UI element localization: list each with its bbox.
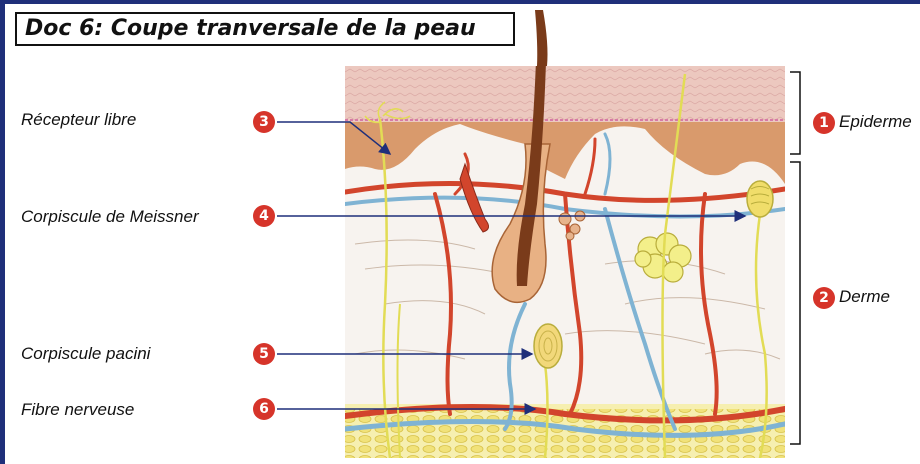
pacinian-corpuscle xyxy=(534,324,562,368)
number-badge-5: 5 xyxy=(253,343,275,365)
label-corpuscule-pacini: Corpiscule pacini xyxy=(21,344,150,364)
skin-cross-section-illustration xyxy=(5,4,920,464)
number-badge-6: 6 xyxy=(253,398,275,420)
label-recepteur-libre: Récepteur libre xyxy=(21,110,136,130)
epiderme-bracket xyxy=(790,72,800,154)
number-badge-1: 1 xyxy=(813,112,835,134)
figure-title: Doc 6: Coupe tranversale de la peau xyxy=(15,12,515,46)
tissue-block xyxy=(345,24,785,458)
label-derme: Derme xyxy=(839,287,890,307)
label-epiderme: Epiderme xyxy=(839,112,912,132)
derme-bracket xyxy=(790,162,800,444)
number-badge-3: 3 xyxy=(253,111,275,133)
number-badge-2: 2 xyxy=(813,287,835,309)
label-corpuscule-meissner: Corpiscule de Meissner xyxy=(21,207,199,227)
label-fibre-nerveuse: Fibre nerveuse xyxy=(21,400,134,420)
number-badge-4: 4 xyxy=(253,205,275,227)
